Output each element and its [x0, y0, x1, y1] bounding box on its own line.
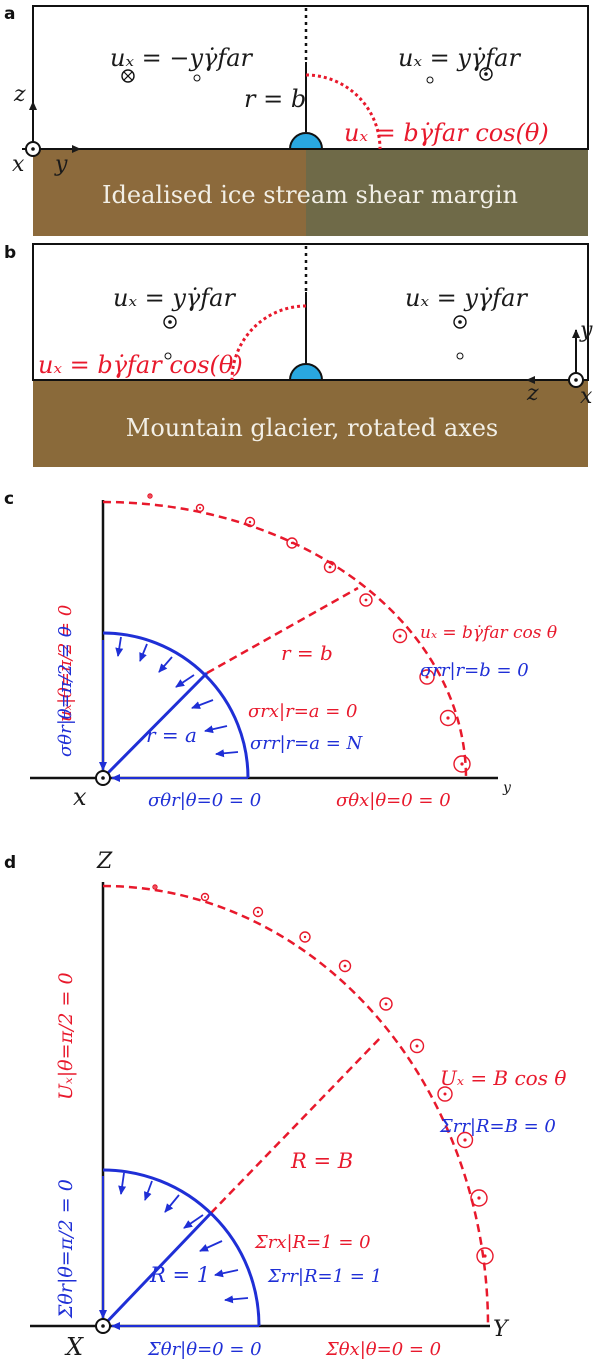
left-flow-eq-b: uₓ = yγ̇far	[113, 284, 236, 312]
srr-outer-d: Σrr|R=B = 0	[439, 1116, 556, 1137]
r-inner-c: r = a	[146, 723, 197, 747]
axis-x-label-c: x	[73, 783, 87, 811]
stx-base-d: Σθx|θ=0 = 0	[325, 1339, 441, 1360]
dashed-ray-d	[210, 1035, 383, 1214]
srx-inner-d: Σrx|R=1 = 0	[254, 1232, 371, 1253]
bed-bump	[288, 132, 324, 150]
into-page-icon	[121, 69, 135, 83]
panel-b-label: b	[4, 243, 16, 263]
panel-b: b Mountain glacier, rotated axes uₓ = yγ…	[4, 243, 593, 467]
r-outer-d: R = B	[290, 1149, 353, 1173]
axis-x-label-d: X	[64, 1333, 84, 1361]
ux-bc-d: Uₓ = B cos θ	[440, 1066, 566, 1090]
ground-label-b: Mountain glacier, rotated axes	[126, 414, 499, 442]
panel-a-label: a	[4, 4, 15, 24]
ground-b	[33, 380, 588, 467]
left-flow-eq: uₓ = −yγ̇far	[110, 44, 254, 72]
radius-label: r = b	[244, 85, 306, 113]
axis-y-label-c: y	[502, 780, 512, 796]
outer-arc-c	[102, 500, 468, 779]
srx-inner-c: σrx|r=a = 0	[248, 701, 358, 722]
boundary-eq-b: uₓ = bγ̇far cos(θ)	[38, 351, 243, 379]
axis-x-label-b: x	[580, 384, 593, 409]
into-page-cross	[123, 71, 133, 81]
solid-ray-c	[101, 671, 209, 780]
right-flow-eq: uₓ = yγ̇far	[398, 44, 521, 72]
normal-arrows-c	[115, 636, 239, 758]
srr-inner-d: Σrr|R=1 = 1	[267, 1266, 382, 1287]
axis-y-label: y	[54, 152, 68, 177]
axis-y-label-d: Y	[493, 1317, 510, 1342]
boundary-eq: uₓ = bγ̇far cos(θ)	[344, 119, 549, 147]
r-outer-c: r = b	[281, 641, 333, 665]
out-of-page-icon-b1	[163, 315, 177, 329]
outer-arc-d	[102, 884, 490, 1327]
right-flow-eq-b: uₓ = yγ̇far	[405, 284, 528, 312]
r-inner-d: R = 1	[149, 1263, 210, 1287]
ground-label-a: Idealised ice stream shear margin	[102, 181, 518, 209]
left-bc-outer-d: Uₓ|θ=π/2 = 0	[55, 972, 77, 1100]
str-base-d: Σθr|θ=0 = 0	[147, 1339, 262, 1360]
panel-a: a Idealised ice stream shear margin uₓ =…	[4, 4, 589, 236]
small-into-icon	[193, 74, 201, 82]
axis-z-label-b: z	[526, 381, 539, 406]
panel-d-label: d	[4, 853, 16, 873]
small-outof-icon	[426, 76, 434, 84]
str-base-c: σθr|θ=0 = 0	[148, 790, 261, 811]
out-of-page-icon	[479, 67, 493, 81]
axis-z-label: z	[13, 82, 26, 107]
panel-d: d Z	[4, 849, 566, 1361]
bed-bump-b	[288, 363, 324, 381]
axis-z-label-d: Z	[96, 849, 113, 874]
srr-outer-c: σrr|r=b = 0	[420, 660, 529, 681]
axis-x-label: x	[12, 152, 25, 177]
out-of-page-icon-b2	[453, 315, 467, 329]
ground-left	[33, 149, 306, 236]
panel-c: c	[4, 489, 557, 811]
panel-c-label: c	[4, 489, 14, 509]
outer-arc-flow-icons-c	[147, 493, 471, 773]
dashed-ray-c	[206, 586, 359, 675]
normal-arrows-d	[118, 1172, 249, 1304]
srr-inner-c: σrr|r=a = N	[250, 733, 364, 754]
left-bc-outer-c: uₓ|θ=π/2 = 0	[55, 605, 76, 722]
arc-b	[230, 304, 307, 381]
stx-base-c: σθx|θ=0 = 0	[336, 790, 451, 811]
inner-arc-d	[102, 1168, 261, 1327]
solid-ray-d	[101, 1211, 213, 1328]
outer-arc-flow-icons-d	[152, 884, 494, 1265]
left-bc-inner-c-visible: σθr|θ=π/2 = 0	[55, 626, 76, 757]
ground-right	[306, 149, 588, 236]
left-bc-inner-d: Σθr|θ=π/2 = 0	[55, 1179, 77, 1319]
axis-y-label-b: y	[579, 318, 593, 343]
ux-bc-c: uₓ = bγ̇far cos θ	[420, 623, 557, 643]
arc-r-b	[305, 73, 382, 150]
